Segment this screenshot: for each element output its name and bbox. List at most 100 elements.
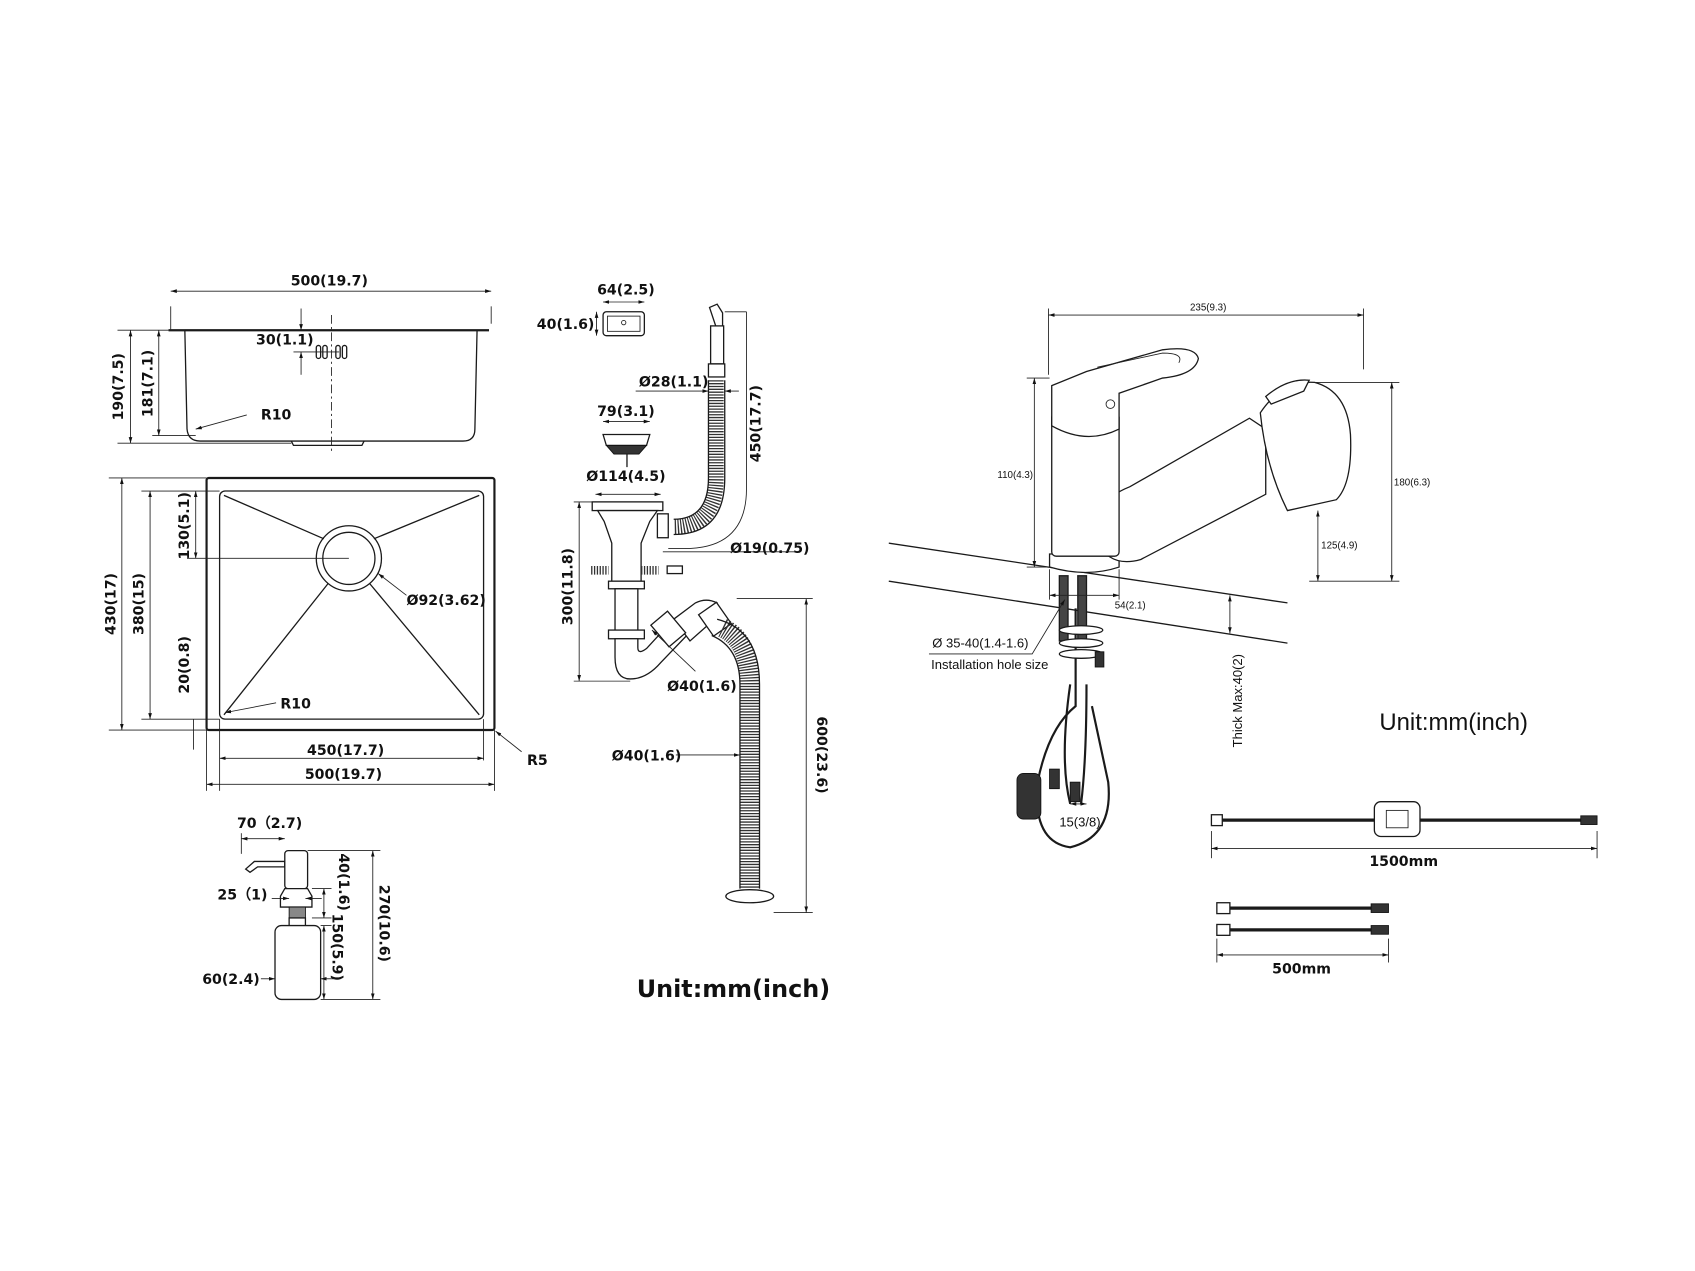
side-corner-radius-label: R10	[261, 407, 292, 423]
base-diameter-label: 54(2.1)	[1115, 600, 1146, 611]
sink-top-view-stroke	[205, 476, 496, 732]
overflow-cover-stroke	[602, 311, 646, 337]
outlet-hose-stroke	[725, 889, 775, 904]
overflow-cover-stroke	[621, 320, 627, 326]
sink-top-view-stroke	[369, 582, 480, 716]
faucet-hoses-stroke	[1035, 608, 1110, 849]
connector-size-label: 15(3/8)	[1059, 815, 1100, 830]
strainer-basket	[602, 433, 651, 468]
soap-dispenser-stroke	[274, 924, 322, 1001]
outlet-hose-diameter-label: Ø40(1.6)	[612, 748, 682, 764]
long-hose	[1210, 801, 1598, 838]
drain-body-trap-stroke	[614, 588, 639, 633]
sink-top-view-stroke	[377, 573, 407, 596]
faucet-stroke	[1048, 553, 1120, 574]
faucet-stroke	[1105, 399, 1116, 409]
sink-side-view-stroke	[184, 330, 478, 442]
drain-body-trap-stroke	[666, 565, 684, 575]
thickness-label: Thick Max:40(2)	[1230, 654, 1245, 747]
drain-body-trap-stroke	[656, 513, 669, 539]
sink-side-view: 500(19.7) 190(7.5) 181(7.1) 30(1.1) R10	[111, 274, 492, 455]
drain-body-trap-stroke	[607, 629, 646, 640]
bottle-diameter-label: 60(2.4)	[202, 972, 260, 988]
faucet-hoses	[1016, 575, 1110, 849]
outer-radius-label: R5	[527, 753, 548, 769]
soap-dispenser-stroke	[288, 906, 306, 919]
sink-total-height-label: 190(7.5)	[111, 353, 127, 420]
sink-top-view-stroke	[223, 494, 325, 540]
trap-height-label: 300(11.8)	[561, 548, 577, 625]
faucet-hoses-stroke	[1016, 773, 1042, 820]
outlet-hose-stroke	[716, 618, 761, 889]
faucet-hoses-stroke	[1058, 638, 1104, 649]
faucet-hoses-stroke	[1069, 781, 1081, 803]
drain-body-trap-stroke	[596, 509, 659, 582]
sink-top-view-stroke	[373, 494, 480, 540]
faucet-hoses-stroke	[1063, 684, 1072, 805]
short-hose-length-label: 500mm	[1272, 961, 1331, 977]
countertop-bottom-edge	[888, 580, 1288, 644]
drain-body-trap	[591, 501, 733, 680]
overflow-hose-length-label: 450(17.7)	[749, 385, 765, 462]
faucet-stroke	[1051, 348, 1200, 438]
sink-top-view-stroke	[218, 490, 485, 720]
overflow-hose	[673, 303, 726, 536]
sink-top-view-stroke	[223, 582, 329, 716]
long-hose-stroke	[1210, 814, 1223, 827]
drain-unit-label: Unit:mm(inch)	[637, 975, 830, 1003]
faucet-hoses-stroke	[1079, 684, 1088, 805]
strainer-diameter-label: 79(3.1)	[597, 404, 655, 420]
inner-depth-label: 380(15)	[132, 573, 148, 635]
supply-hoses: 1500mm 500mm	[1210, 801, 1598, 977]
soap-dispenser-stroke	[284, 849, 309, 890]
side-inlet-diameter-label: Ø19(0.75)	[730, 541, 809, 557]
long-hose-stroke	[1373, 801, 1421, 838]
short-hoses	[1216, 902, 1389, 936]
faucet-hoses-stroke	[1049, 768, 1060, 790]
outer-depth-label: 430(17)	[103, 573, 119, 635]
drain-body-trap-stroke	[649, 610, 687, 648]
drain-diameter-label: Ø92(3.62)	[406, 593, 485, 609]
drain-body-trap-stroke	[607, 580, 646, 590]
faucet-hoses-stroke	[1058, 625, 1104, 636]
short-hoses-stroke	[1216, 923, 1231, 936]
pump-height-label: 40(1.6)	[335, 853, 351, 911]
outlet-hose	[711, 618, 775, 904]
sink-top-view: 430(17) 380(15) 130(5.1) 20(0.8) Ø92(3.6…	[103, 476, 548, 791]
sink-side-view-stroke	[290, 440, 365, 447]
short-hoses-stroke	[1370, 925, 1389, 935]
drain-body-trap-stroke	[591, 501, 664, 512]
sink-top-view-stroke	[495, 730, 522, 753]
overflow-slots-stroke	[341, 344, 348, 360]
overflow-height-label: 40(1.6)	[537, 317, 595, 333]
overflow-offset-label: 30(1.1)	[256, 332, 314, 348]
reach-label: 235(9.3)	[1190, 303, 1226, 314]
long-hose-length-label: 1500mm	[1369, 854, 1438, 870]
outlet-hose-stroke	[711, 634, 741, 889]
bottle-height-label: 150(5.9)	[329, 914, 345, 981]
drain-kit-stroke	[668, 311, 747, 550]
hole-size-label: Ø 35-40(1.4-1.6)	[932, 635, 1028, 650]
long-hose-stroke	[1580, 815, 1598, 825]
drain-kit: 64(2.5) 40(1.6) 450(17.7) Ø28(1.1) 79(3.…	[537, 282, 830, 1003]
strainer-basket-stroke	[605, 444, 648, 455]
trap-diameter-label: Ø40(1.6)	[667, 679, 737, 695]
faucet-unit-label: Unit:mm(inch)	[1379, 709, 1528, 736]
overflow-width-label: 64(2.5)	[597, 282, 655, 298]
soap-dispenser-stroke	[279, 887, 313, 908]
overflow-hose-stroke	[673, 380, 710, 520]
wall-offset-label: 20(0.8)	[177, 636, 193, 694]
outlet-hose-length-label: 600(23.6)	[813, 716, 829, 793]
outer-width-label: 500(19.7)	[305, 767, 382, 783]
inner-width-label: 450(17.7)	[307, 743, 384, 759]
overflow-hose-stroke	[673, 380, 726, 536]
sink-inner-height-label: 181(7.1)	[140, 350, 156, 417]
sink-top-view-stroke	[224, 702, 277, 714]
thread-diameter-label: 25（1)	[217, 887, 267, 903]
spout-clearance-label: 125(4.9)	[1321, 541, 1357, 552]
short-hoses-stroke	[1370, 903, 1389, 913]
overflow-hose-diameter-label: Ø28(1.1)	[639, 375, 709, 391]
total-height-label: 270(10.6)	[375, 885, 391, 962]
overflow-hose-stroke	[709, 325, 725, 365]
